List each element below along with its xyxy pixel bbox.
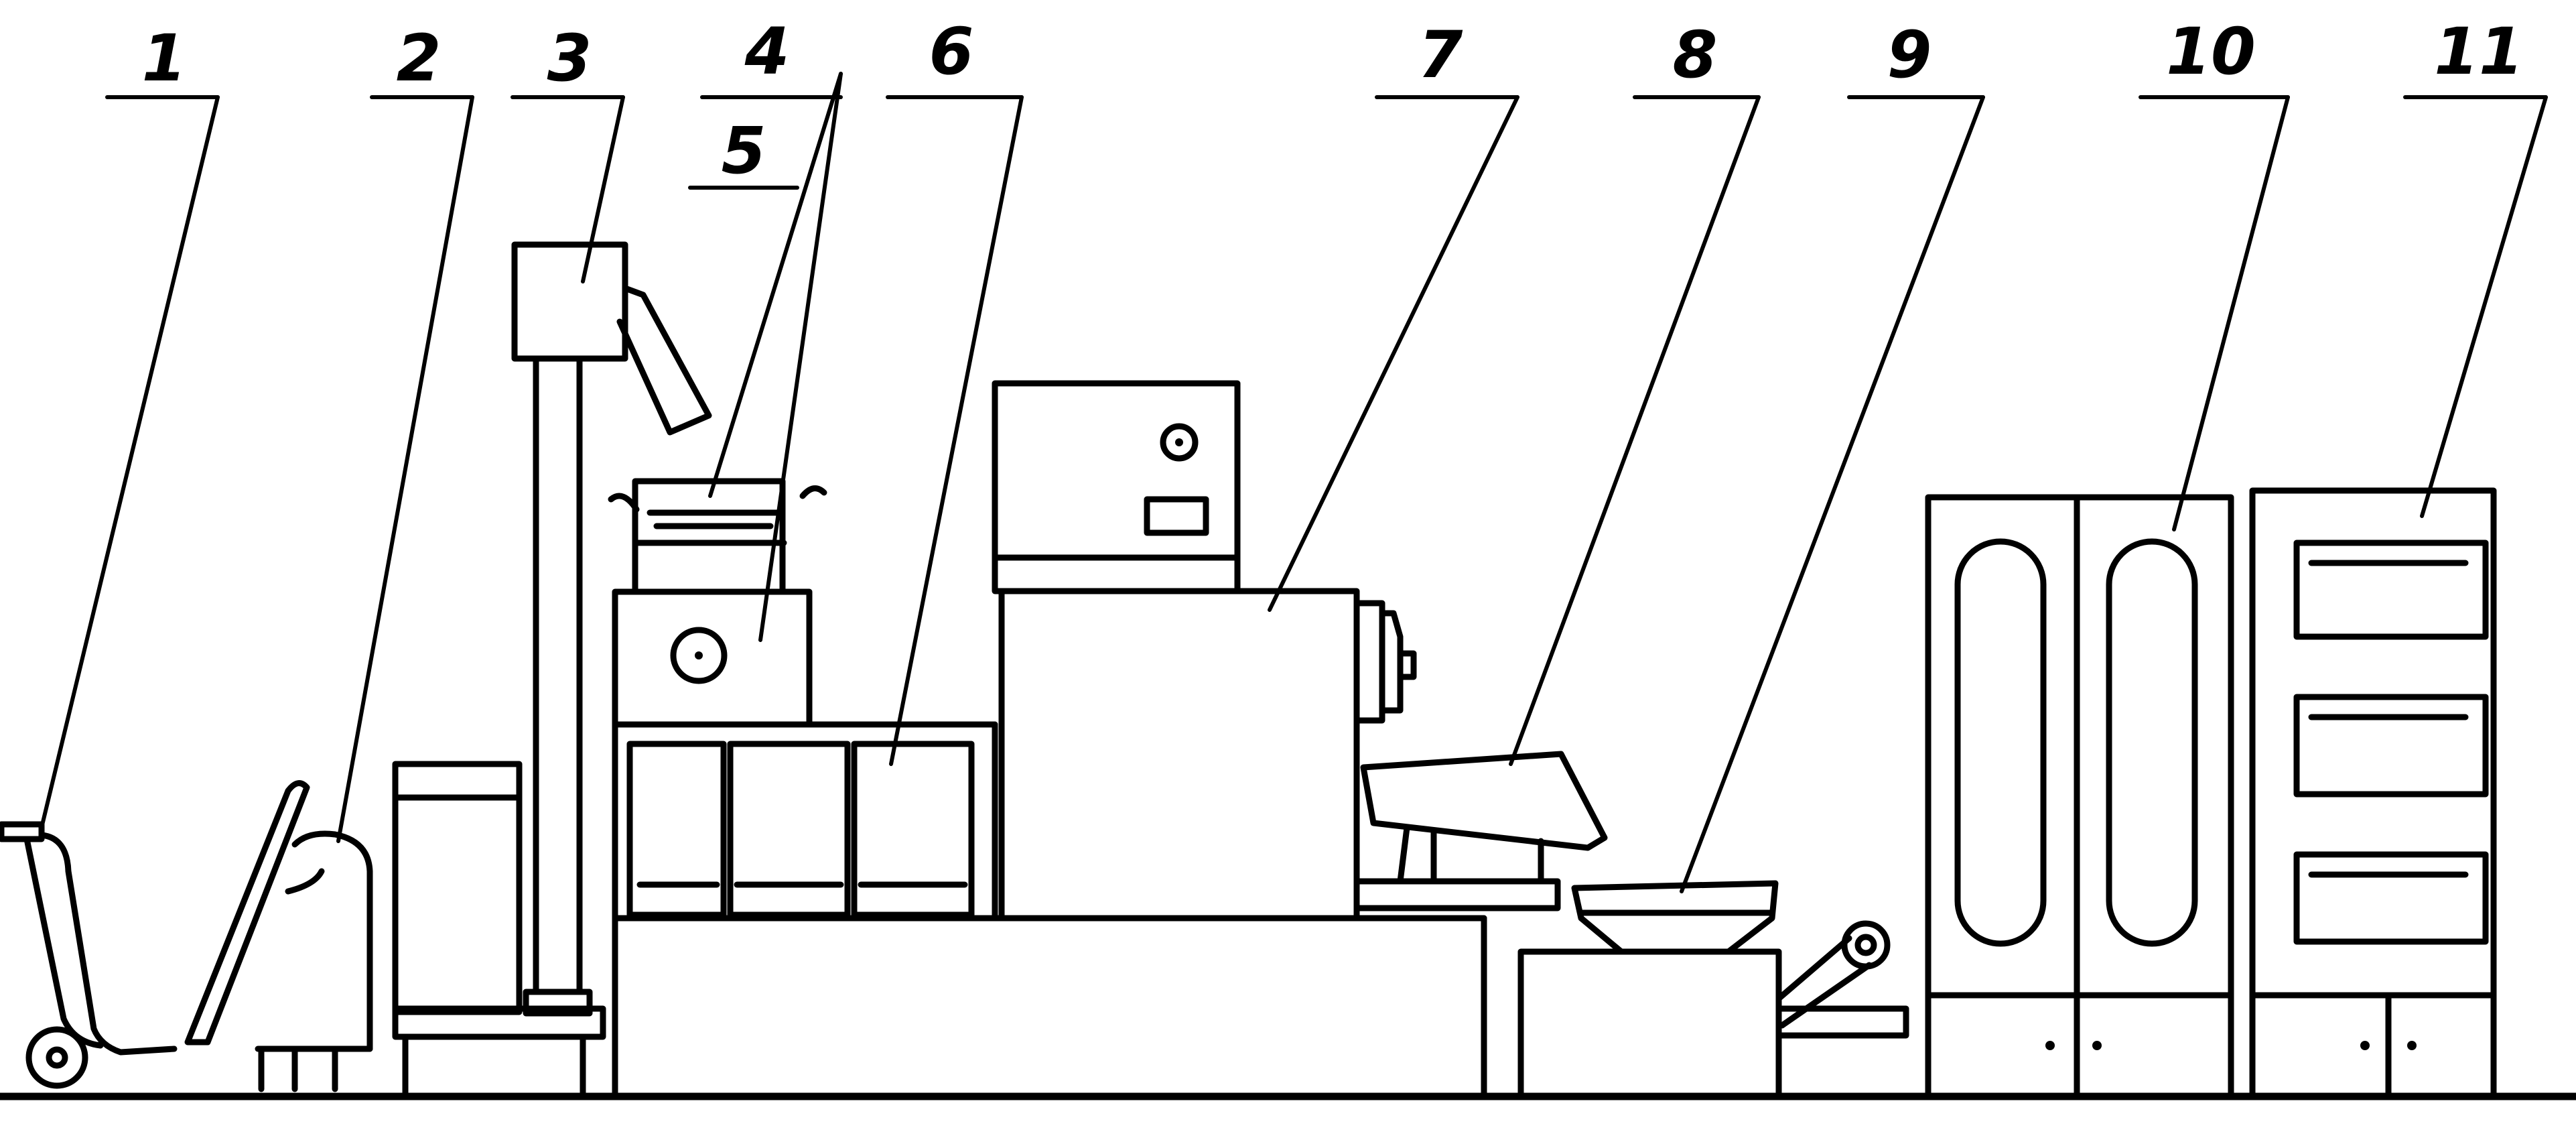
item-6-cabinet-frame [612,721,998,1100]
label-9: 9 [1887,17,1932,92]
label-2: 2 [397,21,442,96]
label-5: 5 [722,113,766,188]
item-11-oven [2249,487,2497,1100]
item-9-bowl-machine [1517,880,1909,1100]
label-3: 3 [547,21,592,96]
label-11: 11 [2434,14,2524,89]
storage-bin [392,761,606,1100]
item-3-elevator [511,241,712,1017]
item-4-5-sifter-mixer [608,478,827,728]
label-1: 1 [142,21,187,96]
item-10-proofing-cabinet [1925,494,2234,1100]
label-4: 4 [744,14,790,89]
label-6: 6 [929,14,974,89]
label-7: 7 [1418,17,1463,92]
label-8: 8 [1673,17,1718,92]
leader-lines [40,72,2548,893]
base-table [612,915,1487,1100]
label-10: 10 [2166,14,2256,89]
item-1-hand-cart [0,821,178,1089]
item-7-dough-divider [992,380,1417,922]
item-8-rounder [1353,751,1608,911]
number-labels: 1 2 3 4 5 6 7 8 9 10 11 [142,14,2524,188]
